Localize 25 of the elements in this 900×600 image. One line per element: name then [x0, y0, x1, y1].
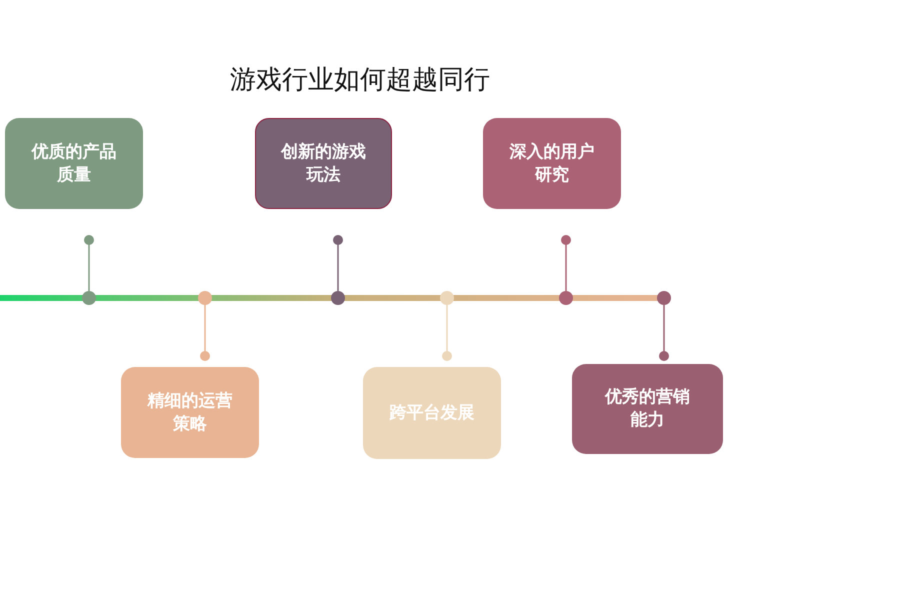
milestone-box — [255, 118, 392, 209]
milestone-text: 深入的用户研究 — [508, 140, 596, 186]
milestone-text: 跨平台发展 — [390, 402, 474, 424]
milestone-box — [572, 364, 723, 454]
milestone-box — [483, 118, 621, 209]
milestone-box — [363, 367, 501, 459]
timeline-dot — [440, 291, 454, 305]
pin-line — [200, 305, 210, 361]
title: 游戏行业如何超越同行 — [229, 64, 491, 97]
timeline-dot — [198, 291, 212, 305]
milestone-text: 优质的产品质量 — [30, 140, 118, 186]
timeline-dot — [331, 291, 345, 305]
milestone-text: 精细的运营策略 — [146, 390, 234, 436]
milestone-box — [121, 367, 259, 458]
milestone-text: 创新的游戏玩法 — [280, 140, 367, 186]
milestone-box — [5, 118, 143, 209]
pin-line — [442, 305, 452, 361]
pin-line — [84, 235, 94, 291]
pin-line — [333, 235, 343, 291]
milestone-text: 优秀的营销能力 — [604, 386, 691, 432]
timeline-dot — [82, 291, 96, 305]
pin-line — [561, 235, 571, 291]
pin-line — [659, 305, 669, 361]
timeline-dot — [657, 291, 671, 305]
timeline-dot — [559, 291, 573, 305]
